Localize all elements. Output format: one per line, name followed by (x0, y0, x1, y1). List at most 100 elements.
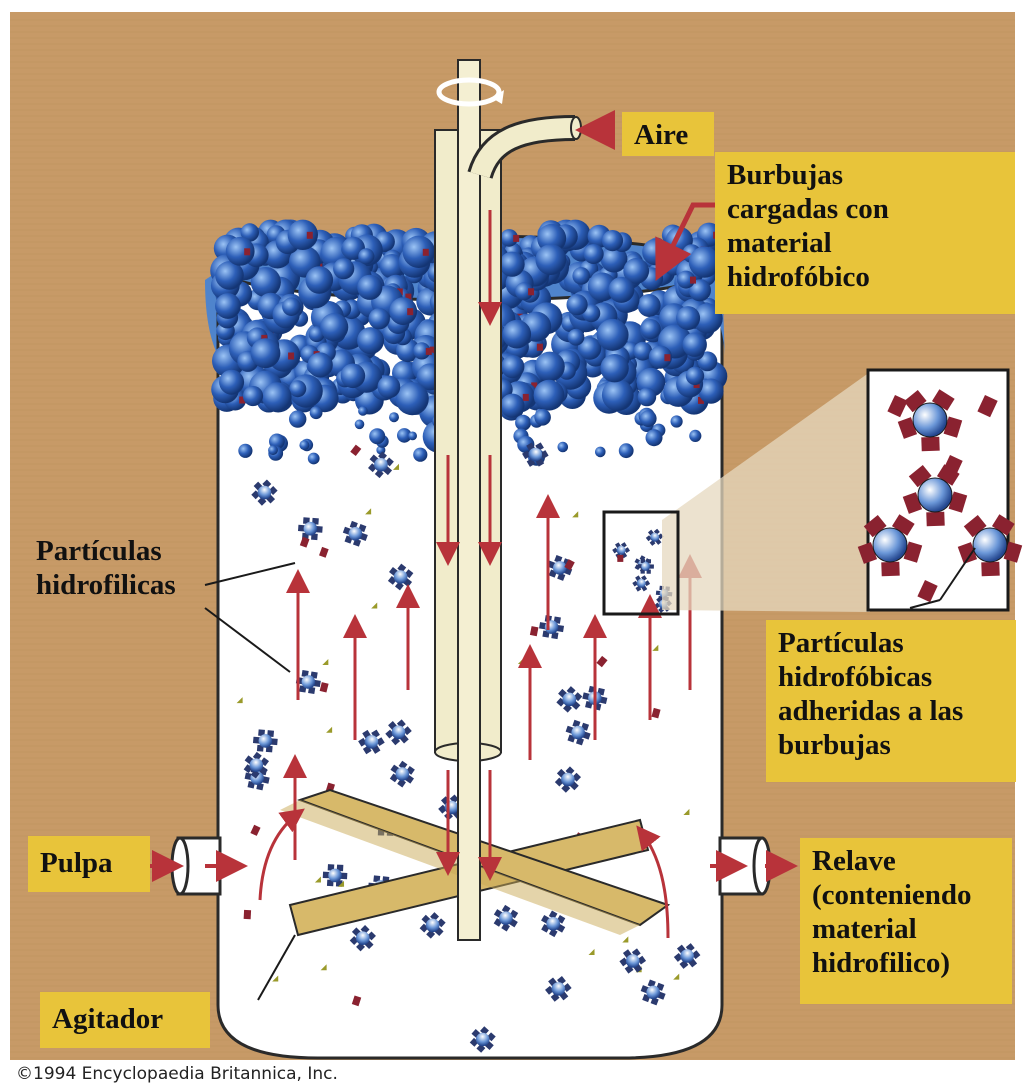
label-line: material (727, 226, 1003, 260)
label-line: Burbujas (727, 158, 1003, 192)
inset-bubble (973, 528, 1007, 562)
froth-bubble (306, 266, 334, 294)
froth-bubble (408, 432, 417, 441)
froth-bubble (358, 406, 368, 416)
label-line: hidrofilicas (36, 568, 206, 602)
froth-bubble (584, 244, 604, 264)
label-aire: Aire (622, 112, 714, 156)
particle-arm (638, 564, 642, 568)
froth-bubble (357, 327, 384, 354)
inset-particle (921, 437, 939, 452)
label-pulpa-text: Pulpa (40, 846, 138, 880)
froth-bubble (638, 388, 657, 407)
froth-bubble (219, 370, 244, 395)
froth-bubble (251, 338, 281, 368)
label-line: Relave (812, 844, 1000, 878)
label-line: hidrofilico) (812, 946, 1000, 980)
froth-bubble (396, 382, 429, 415)
label-line: hidrofóbicas (778, 660, 1004, 694)
froth-particle (513, 235, 519, 242)
shaft-rod (458, 60, 480, 940)
label-particulas-hidrofobicas: Partículas hidrofóbicas adheridas a las … (766, 620, 1016, 782)
froth-bubble (602, 230, 623, 251)
froth-bubble (215, 293, 241, 319)
inset-bubble (913, 403, 947, 437)
inset-bubble (918, 478, 952, 512)
froth-bubble (289, 380, 306, 397)
froth-bubble (308, 453, 320, 465)
hydrophilic-particle (617, 555, 623, 562)
label-line: cargadas con (727, 192, 1003, 226)
particle-arm (650, 564, 654, 568)
froth-bubble (262, 382, 291, 411)
froth-bubble (355, 420, 365, 430)
hydrophilic-particle (244, 910, 251, 919)
froth-bubble (515, 415, 531, 431)
froth-particle (690, 277, 696, 284)
froth-bubble (671, 415, 683, 427)
froth-particle (537, 344, 543, 351)
inset-bubble (873, 528, 907, 562)
froth-bubble (341, 364, 366, 389)
froth-bubble (403, 236, 435, 268)
froth-bubble (288, 220, 318, 250)
label-line: material (812, 912, 1000, 946)
froth-bubble (501, 355, 524, 378)
froth-bubble (595, 447, 606, 458)
froth-bubble (320, 313, 348, 341)
froth-bubble (226, 237, 255, 266)
froth-bubble (608, 277, 634, 303)
froth-bubble (600, 354, 628, 382)
froth-bubble (413, 448, 427, 462)
froth-bubble (619, 443, 634, 458)
froth-particle (307, 232, 313, 239)
froth-bubble (369, 428, 385, 444)
froth-bubble (597, 319, 629, 351)
froth-particle (244, 248, 250, 255)
froth-particle (660, 249, 666, 256)
froth-bubble (268, 445, 278, 455)
froth-bubble (676, 306, 700, 330)
air-pipe-opening (571, 117, 581, 139)
froth-bubble (499, 252, 524, 277)
froth-bubble (572, 267, 590, 285)
froth-bubble (299, 440, 309, 450)
froth-bubble (534, 380, 565, 411)
label-burbujas: Burbujas cargadas con material hidrofóbi… (715, 152, 1015, 314)
label-agitador: Agitador (40, 992, 210, 1048)
froth-bubble (282, 297, 301, 316)
froth-bubble (357, 275, 382, 300)
froth-bubble (358, 248, 374, 264)
label-pulpa: Pulpa (28, 836, 150, 892)
froth-particle (664, 354, 670, 361)
froth-bubble (558, 442, 569, 453)
froth-particle (423, 249, 429, 256)
label-agitador-text: Agitador (52, 1002, 198, 1036)
inset-particle (881, 562, 899, 577)
copyright-credit: ©1994 Encyclopaedia Britannica, Inc. (16, 1064, 338, 1084)
froth-particle (528, 288, 534, 295)
froth-bubble (640, 410, 657, 427)
label-line: Partículas (778, 626, 1004, 660)
label-line: hidrofóbico (727, 260, 1003, 294)
label-particulas-hidrofilicas: Partículas hidrofilicas (36, 534, 206, 602)
froth-bubble (646, 429, 663, 446)
froth-particle (407, 308, 413, 315)
froth-bubble (500, 394, 524, 418)
froth-bubble (378, 376, 401, 399)
froth-particle (523, 394, 529, 401)
froth-bubble (369, 308, 390, 329)
froth-bubble (243, 386, 263, 406)
label-aire-text: Aire (634, 118, 702, 152)
froth-bubble (689, 430, 701, 442)
froth-bubble (238, 444, 252, 458)
inset-particle (926, 512, 944, 527)
label-line: adheridas a las (778, 694, 1004, 728)
inset-particle (981, 562, 999, 577)
froth-bubble (310, 406, 323, 419)
label-line: Partículas (36, 534, 206, 568)
froth-bubble (568, 329, 585, 346)
froth-particle (288, 353, 294, 360)
froth-bubble (389, 412, 399, 422)
